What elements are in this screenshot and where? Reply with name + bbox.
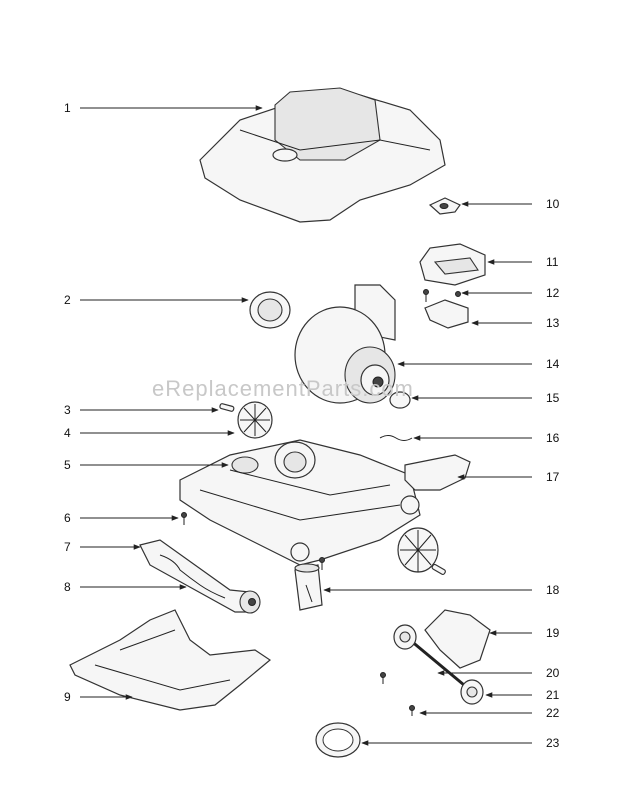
callout-22: 22: [546, 706, 560, 720]
part-8-brushroll: [139, 539, 261, 614]
part-19-bracket: [424, 609, 491, 669]
callout-7: 7: [64, 540, 71, 554]
callout-17: 17: [546, 470, 560, 484]
part-4-wheel: [237, 401, 273, 439]
part-17-pedal: [404, 454, 471, 491]
part-14-motor: [294, 284, 396, 404]
callout-6: 6: [64, 511, 71, 525]
callout-2: 2: [64, 293, 71, 307]
callout-10: 10: [546, 197, 560, 211]
callout-23: 23: [546, 736, 560, 750]
part-2-ring: [249, 291, 291, 329]
part-16-clip: [379, 435, 413, 441]
callout-19: 19: [546, 626, 560, 640]
part-23-belt: [315, 722, 361, 758]
part-5-base: [179, 439, 421, 566]
callout-18: 18: [546, 583, 560, 597]
callout-21: 21: [546, 688, 560, 702]
part-18-cylinder: [294, 563, 323, 611]
part-21-wheel: [460, 679, 484, 705]
callout-5: 5: [64, 458, 71, 472]
watermark: eReplacementParts.com: [152, 376, 414, 401]
callout-13: 13: [546, 316, 560, 330]
part-9-baseplate: [69, 609, 272, 711]
axle-pin: [431, 563, 446, 575]
part-13-bracket: [424, 299, 469, 329]
callout-8: 8: [64, 580, 71, 594]
part-3-pin: [219, 403, 235, 412]
part-22-screw: [409, 705, 415, 716]
callout-1: 1: [64, 101, 71, 115]
part-15-small-ring: [389, 391, 411, 409]
callout-11: 11: [546, 255, 559, 269]
callout-3: 3: [64, 403, 71, 417]
callout-9: 9: [64, 690, 71, 704]
rear-wheel: [397, 527, 439, 573]
callout-14: 14: [546, 357, 560, 371]
part-10-cap: [428, 197, 461, 215]
callout-16: 16: [546, 431, 560, 445]
part-18-screw: [319, 557, 325, 570]
part-12-screws: [423, 289, 461, 302]
part-20-axle: [393, 624, 471, 692]
callout-15: 15: [546, 391, 560, 405]
callout-4: 4: [64, 426, 71, 440]
part-11-cover: [419, 243, 486, 286]
part-1-hood-cover: [199, 87, 446, 223]
part-6-screw: [181, 512, 187, 525]
callout-20: 20: [546, 666, 560, 680]
callout-12: 12: [546, 286, 560, 300]
screw-near-20: [380, 672, 386, 684]
